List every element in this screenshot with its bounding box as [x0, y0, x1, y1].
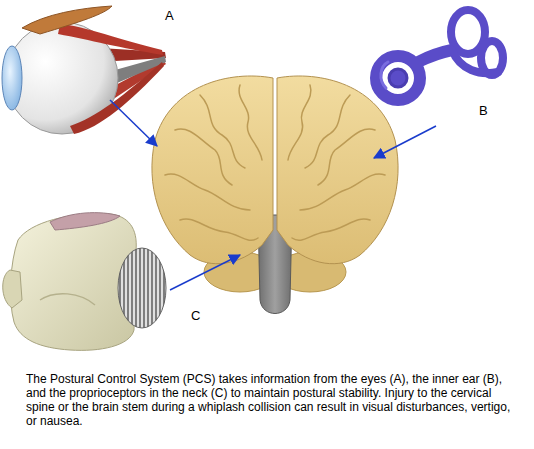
eye-illustration: [2, 6, 166, 134]
inner-ear-illustration: [376, 10, 503, 100]
callout-letter: C: [191, 308, 200, 323]
figure-caption: The Postural Control System (PCS) takes …: [26, 372, 522, 428]
arrow: [110, 100, 157, 146]
callout-letter: A: [165, 8, 174, 23]
vertebra-illustration: [3, 213, 166, 351]
arrow: [170, 255, 240, 290]
brain-illustration: [152, 76, 398, 314]
arrow: [374, 126, 436, 158]
input-arrows: [110, 100, 436, 290]
callout-letter: B: [479, 103, 488, 118]
